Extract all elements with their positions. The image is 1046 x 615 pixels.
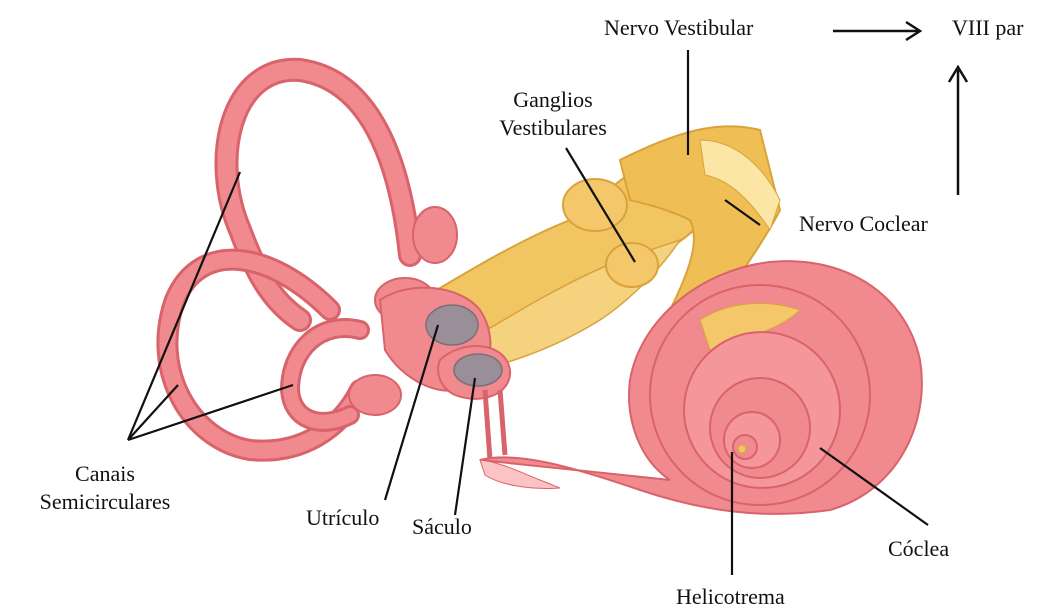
label-saculo: Sáculo <box>412 513 472 541</box>
label-canais-line1: Canais <box>20 460 190 488</box>
label-nervo-vestibular: Nervo Vestibular <box>604 14 753 42</box>
label-ganglios-line2: Vestibulares <box>468 114 638 142</box>
label-canais-line2: Semicirculares <box>20 488 190 516</box>
label-viii-par: VIII par <box>952 14 1023 42</box>
label-nervo-coclear: Nervo Coclear <box>799 210 928 238</box>
saccule-macula <box>454 354 502 386</box>
label-ganglios-line1: Ganglios <box>468 86 638 114</box>
label-ganglios-vestibulares: Ganglios Vestibulares <box>468 86 638 142</box>
arrows <box>833 22 967 195</box>
vestibule <box>349 207 510 460</box>
label-utriculo: Utrículo <box>306 504 379 532</box>
label-canais-semicirculares: Canais Semicirculares <box>20 460 190 516</box>
label-helicotrema: Helicotrema <box>676 583 785 611</box>
label-coclea: Cóclea <box>888 535 949 563</box>
